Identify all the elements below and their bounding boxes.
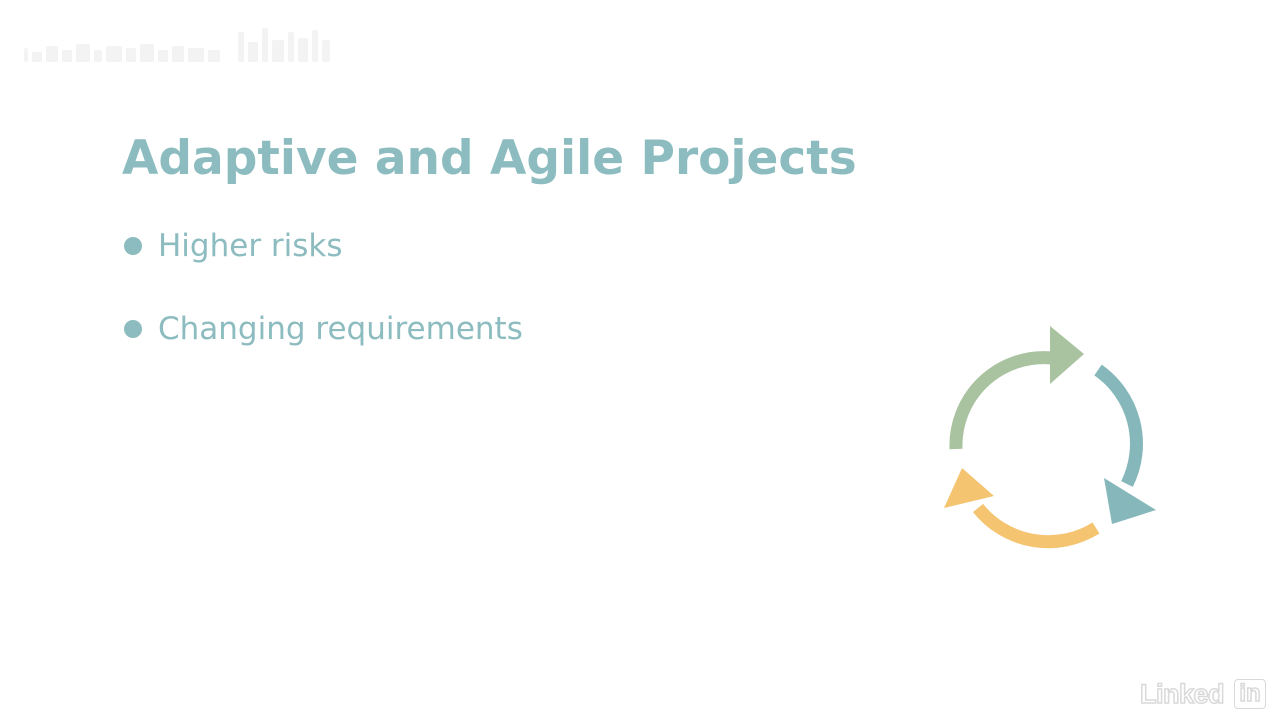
cycle-arrow-right (1094, 364, 1143, 487)
linkedin-logo: Linked in (1139, 678, 1266, 710)
cycle-arrowhead-right (1104, 478, 1156, 524)
bullet-item: Changing requirements (122, 307, 523, 351)
slide-title: Adaptive and Agile Projects (122, 131, 857, 186)
cycle-arrows-icon (944, 326, 1156, 549)
cycle-arrowhead-bottom (944, 468, 994, 508)
bullet-text: Changing requirements (158, 311, 523, 347)
cycle-arrow-top (949, 351, 1053, 450)
brand-badge: in (1234, 679, 1266, 709)
bullet-text: Higher risks (158, 228, 343, 264)
cycle-arrowhead-top (1050, 326, 1084, 384)
bullet-list: Higher risks Changing requirements (122, 224, 523, 390)
cycle-arrow-bottom (972, 503, 1100, 549)
brand-name: Linked (1139, 678, 1225, 710)
bullet-dot-icon (124, 320, 142, 338)
bullet-item: Higher risks (122, 224, 523, 268)
faint-watermark (24, 26, 330, 66)
bullet-dot-icon (124, 237, 142, 255)
